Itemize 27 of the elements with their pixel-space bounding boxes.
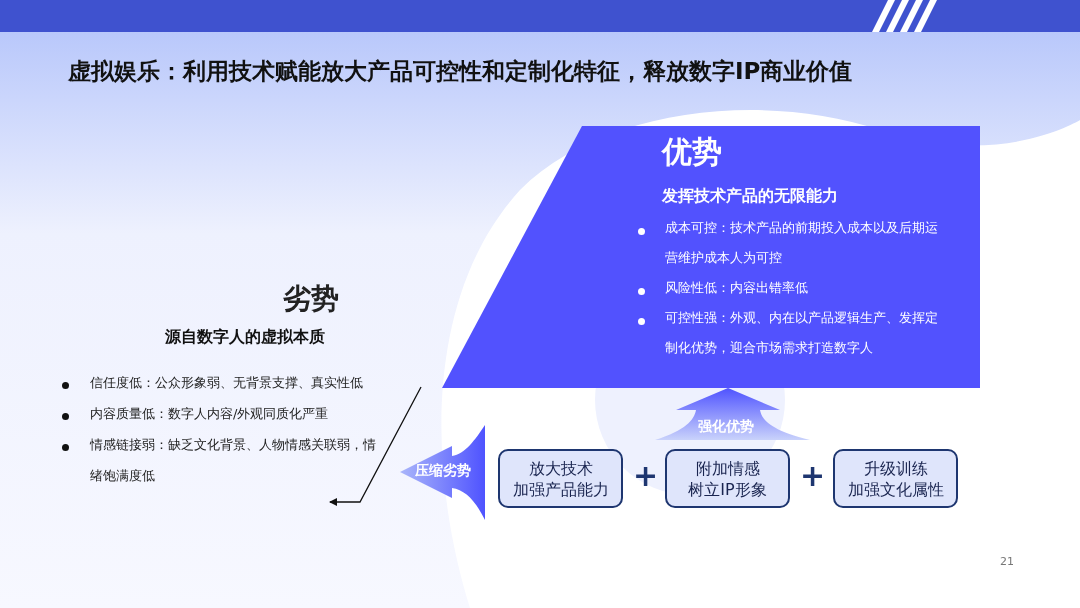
section-heading: 劣势 xyxy=(283,281,339,317)
process-box xyxy=(833,449,958,508)
edge-label: 压缩劣势 xyxy=(415,462,471,480)
bullet-text: 内容质量低：数字人内容/外观同质化严重 xyxy=(90,405,330,423)
slide-title: 虚拟娱乐：利用技术赋能放大产品可控性和定制化特征，释放数字IP商业价值 xyxy=(68,57,853,86)
plus-sign: + xyxy=(800,461,826,491)
plus-sign: + xyxy=(633,461,659,491)
box-text: 放大技术 xyxy=(528,457,593,479)
bullet-text: 情感链接弱：缺乏文化背景、人物情感关联弱，情绪饱满度低 xyxy=(90,436,377,485)
bullet-text: 可控性强：外观、内在以产品逻辑生产、发挥定制化优势，迎合市场需求打造数字人 xyxy=(665,309,939,357)
process-box xyxy=(498,449,623,508)
block-arrow xyxy=(655,388,810,440)
page-number: 21 xyxy=(1000,556,1014,567)
subheading: 发挥技术产品的无限能力 xyxy=(662,186,838,207)
subheading: 源自数字人的虚拟本质 xyxy=(165,327,325,348)
bullet-text: 成本可控：技术产品的前期投入成本以及后期运营维护成本人为可控 xyxy=(665,219,939,267)
box-text: 加强产品能力 xyxy=(512,478,609,500)
box-text: 加强文化属性 xyxy=(847,478,944,500)
edge-label: 强化优势 xyxy=(698,418,754,436)
box-text: 树立IP形象 xyxy=(688,478,767,500)
bullet-text: 风险性低：内容出错率低 xyxy=(665,279,809,297)
bullet-text: 信任度低：公众形象弱、无背景支撑、真实性低 xyxy=(90,374,364,392)
process-box xyxy=(665,449,790,508)
block-arrow xyxy=(400,425,485,520)
box-text: 升级训练 xyxy=(863,457,928,479)
section-heading: 优势 xyxy=(662,133,722,171)
box-text: 附加情感 xyxy=(695,457,760,479)
